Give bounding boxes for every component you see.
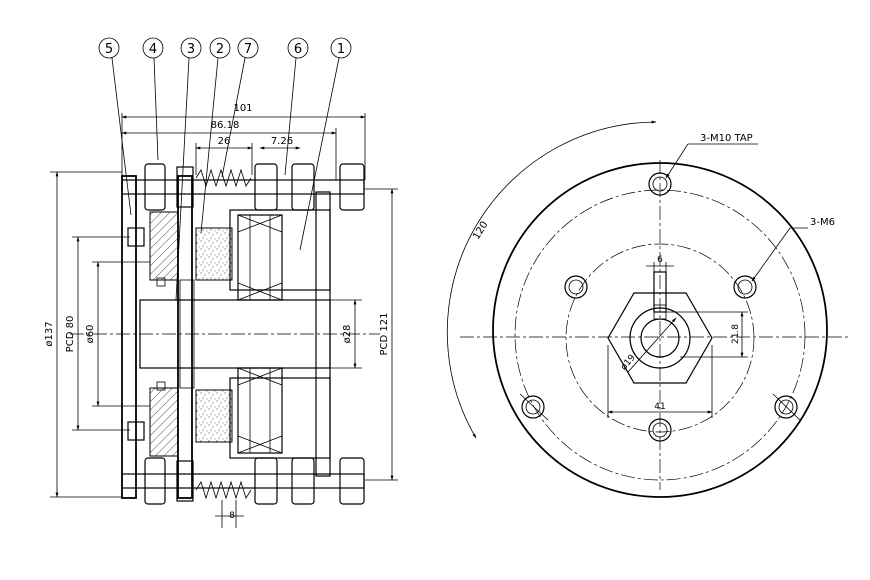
dimension-pcd121: PCD 121 — [365, 188, 398, 481]
front-view: 3-M10 TAP 3-M6 120 6 21.8 — [446, 120, 850, 498]
dimension-120: 120 — [446, 120, 657, 439]
dimension-7: 7.26 — [259, 136, 301, 150]
svg-text:3-M10 TAP: 3-M10 TAP — [700, 133, 753, 144]
side-view: 5 4 3 2 7 6 1 — [44, 37, 398, 528]
svg-text:7: 7 — [244, 42, 252, 57]
dimension-od: ø137 — [44, 171, 122, 498]
svg-text:1: 1 — [337, 42, 345, 57]
balloon-2: 2 — [200, 37, 231, 234]
dimension-26: 26 — [195, 136, 253, 175]
svg-text:86.18: 86.18 — [211, 120, 240, 131]
svg-text:26: 26 — [218, 136, 231, 147]
svg-text:ø137: ø137 — [44, 321, 55, 346]
m6-hole-right — [733, 275, 757, 299]
balloon-1: 1 — [299, 37, 352, 251]
top-stud — [121, 163, 365, 211]
dimension-bottom: 8 — [215, 500, 244, 528]
svg-text:21.8: 21.8 — [731, 324, 741, 344]
svg-text:6: 6 — [294, 42, 302, 57]
lower-bearing — [237, 367, 283, 454]
svg-text:41: 41 — [654, 402, 665, 412]
dimension-41: 41 — [607, 345, 713, 418]
dimension-86: 86.18 — [121, 120, 337, 180]
label-tap: 3-M10 TAP — [665, 133, 758, 179]
svg-text:2: 2 — [216, 42, 224, 57]
balloon-6: 6 — [284, 37, 309, 176]
dimension-21: 21.8 — [666, 311, 748, 358]
svg-text:3: 3 — [187, 42, 195, 57]
svg-text:PCD 121: PCD 121 — [379, 313, 390, 356]
svg-text:3-M6: 3-M6 — [810, 217, 835, 228]
svg-text:8: 8 — [229, 511, 235, 521]
svg-text:5: 5 — [105, 42, 113, 57]
label-m6: 3-M6 — [751, 217, 835, 282]
svg-text:7.26: 7.26 — [271, 136, 293, 147]
m6-hole-left — [564, 275, 588, 299]
m6-hole-lower-right — [772, 393, 801, 421]
dimension-pcd80: PCD 80 — [65, 236, 130, 431]
dimension-19: ø19 — [619, 317, 677, 372]
balloon-5: 5 — [98, 37, 132, 216]
svg-text:6: 6 — [657, 255, 663, 265]
bottom-stud — [121, 457, 365, 505]
upper-bearing — [237, 214, 283, 301]
svg-text:101: 101 — [233, 103, 252, 114]
svg-text:4: 4 — [149, 42, 157, 57]
m6-hole-lower-left — [519, 393, 549, 421]
svg-text:ø60: ø60 — [85, 325, 96, 344]
dimension-6: 6 — [646, 255, 674, 272]
balloon-4: 4 — [142, 37, 164, 161]
svg-text:120: 120 — [471, 220, 490, 242]
dimension-101: 101 — [121, 103, 366, 180]
